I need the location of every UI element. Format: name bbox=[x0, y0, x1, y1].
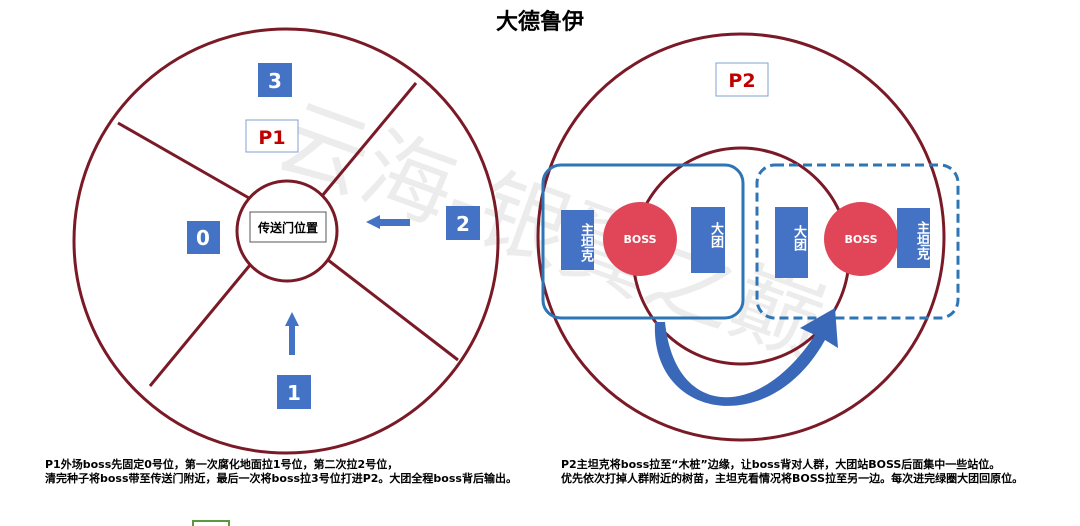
p1-note-line1: P1外场boss先固定0号位，第一次腐化地面拉1号位，第二次拉2号位， bbox=[45, 458, 399, 471]
p1-outer-ring bbox=[72, 27, 500, 455]
p2-outer-ring bbox=[536, 32, 946, 442]
green-box bbox=[192, 520, 230, 526]
tank-box-right bbox=[897, 208, 930, 268]
p2-label: P2 bbox=[728, 70, 755, 92]
boss-circle-right bbox=[824, 202, 898, 276]
arrow-left-icon bbox=[366, 215, 410, 229]
spoke bbox=[117, 121, 250, 200]
svg-text:3: 3 bbox=[268, 69, 282, 93]
move-arrow-icon bbox=[654, 308, 838, 406]
raid-box-right bbox=[775, 207, 808, 278]
tank-box-left bbox=[561, 210, 594, 270]
position-b-frame bbox=[755, 163, 960, 320]
svg-text:0: 0 bbox=[196, 226, 210, 250]
boss-label: BOSS bbox=[844, 233, 877, 246]
boss-label: BOSS bbox=[623, 233, 656, 246]
spoke bbox=[148, 264, 252, 387]
page-title: 大德鲁伊 bbox=[495, 9, 584, 35]
p1-diagram bbox=[72, 27, 500, 455]
raid-box-left bbox=[691, 207, 725, 273]
raid-label: 大团 bbox=[791, 225, 806, 251]
svg-text:1: 1 bbox=[287, 381, 301, 405]
position-1-box bbox=[277, 375, 311, 409]
portal-box bbox=[249, 211, 327, 243]
raid-label: 大团 bbox=[708, 222, 723, 248]
tank-label: 主坦克 bbox=[914, 220, 929, 260]
p1-label-box bbox=[245, 119, 299, 153]
p1-inner-ring bbox=[235, 179, 339, 283]
p1-label: P1 bbox=[258, 127, 285, 149]
spoke bbox=[320, 82, 418, 197]
p2-label-box bbox=[715, 62, 769, 97]
position-3-box bbox=[258, 63, 292, 97]
p2-note-line2: 优先依次打掉人群附近的树苗，主坦克看情况将BOSS拉至另一边。每次进完绿圈大团回… bbox=[561, 472, 1024, 485]
p1-note-line2: 清完种子将boss带至传送门附近，最后一次将boss拉3号位打进P2。大团全程b… bbox=[45, 472, 517, 485]
portal-label: 传送门位置 bbox=[257, 220, 318, 235]
position-a-frame bbox=[541, 163, 745, 320]
spoke bbox=[327, 258, 459, 362]
arrow-up-icon bbox=[285, 312, 299, 355]
p2-note-line1: P2主坦克将boss拉至“木桩”边缘，让boss背对人群，大团站BOSS后面集中… bbox=[561, 458, 1001, 471]
tank-label: 主坦克 bbox=[578, 222, 593, 262]
boss-circle-left bbox=[603, 202, 677, 276]
position-0-box bbox=[187, 221, 220, 254]
svg-text:2: 2 bbox=[456, 212, 470, 236]
position-2-box bbox=[446, 206, 480, 240]
watermark: 云海-银翼之巅 bbox=[263, 84, 837, 378]
